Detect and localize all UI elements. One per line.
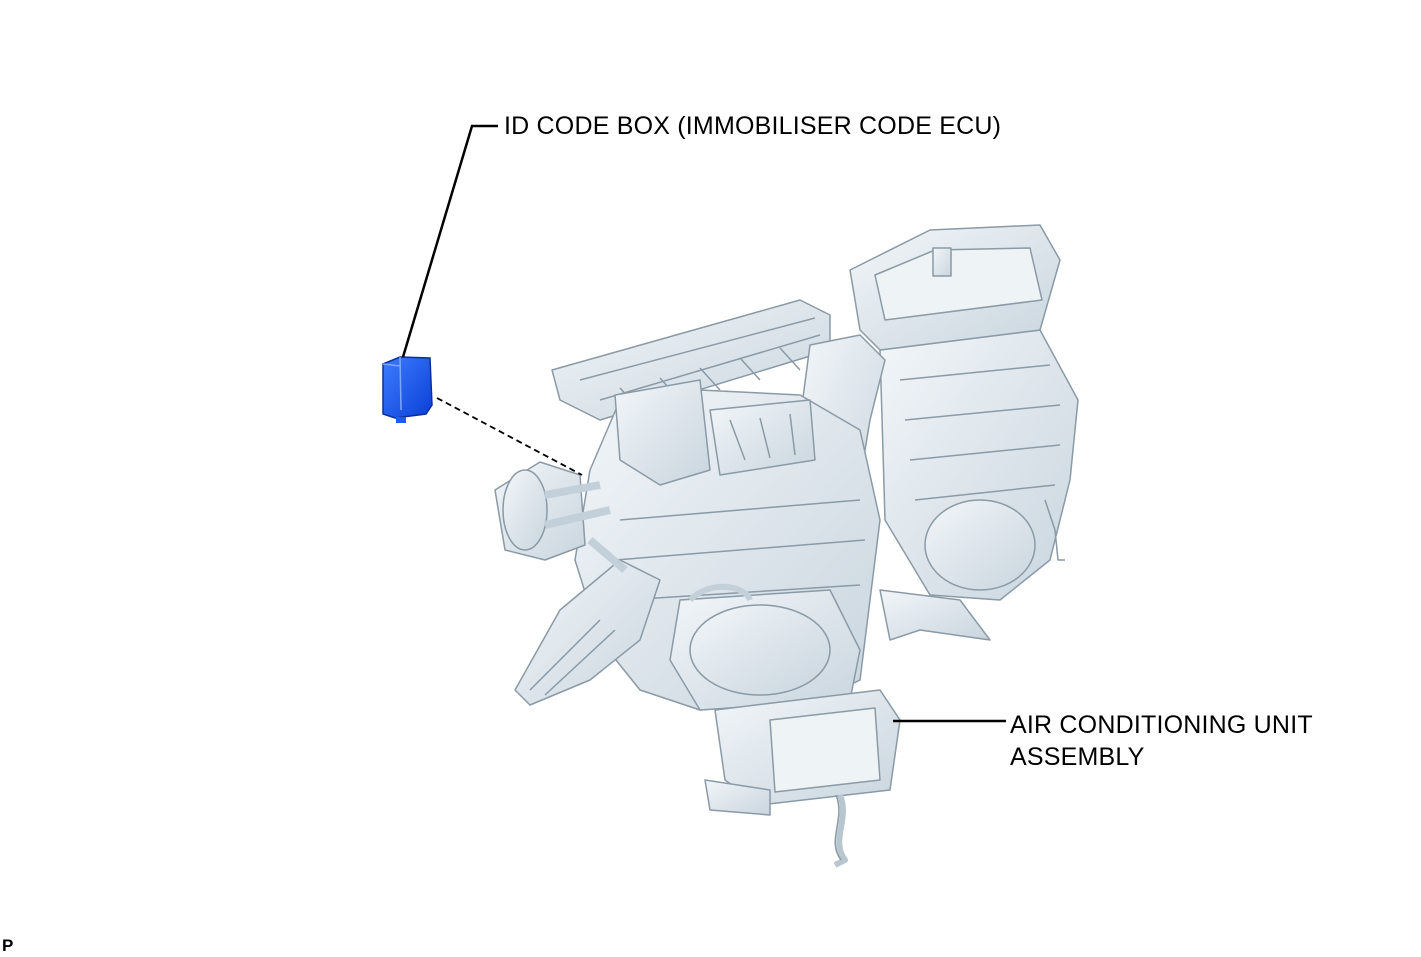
top-flap-tab <box>932 247 952 277</box>
ac-unit-label-line2: ASSEMBLY <box>1010 743 1145 771</box>
corner-mark: P <box>2 936 14 955</box>
id-code-box-leader <box>401 124 498 358</box>
left-outlet-face <box>502 469 548 551</box>
left-duct-ribs <box>529 619 616 696</box>
id-code-box-mount-dashed <box>436 397 583 476</box>
side-tube <box>687 583 753 603</box>
leader-lines <box>401 124 1006 723</box>
right-bracket <box>1044 499 1065 561</box>
refrigerant-pipes <box>544 481 628 574</box>
ac-unit-label-line1: AIR CONDITIONING UNIT <box>1010 711 1313 739</box>
drain-hose <box>833 793 848 868</box>
blower-housing-ribs <box>899 364 1061 501</box>
lower-drum <box>689 604 831 696</box>
right-support <box>879 589 991 641</box>
id-code-box-illustration <box>382 356 433 423</box>
bottom-foot <box>704 779 771 816</box>
id-code-box-label: ID CODE BOX (IMMOBILISER CODE ECU) <box>504 112 1002 140</box>
heater-box-inner <box>769 707 881 793</box>
id-code-box-body <box>382 356 433 419</box>
drain-hose-outline <box>834 794 842 861</box>
id-code-box-edge <box>382 356 402 411</box>
blower-motor <box>924 499 1036 591</box>
top-flap-opening <box>874 247 1043 321</box>
air-conditioning-unit-illustration <box>494 224 1079 868</box>
upper-box <box>614 379 711 486</box>
id-code-box-tab <box>396 417 406 423</box>
mode-box-detail <box>729 413 796 461</box>
ac-unit-label: AIR CONDITIONING UNIT ASSEMBLY <box>1010 709 1313 773</box>
mode-box <box>709 399 816 476</box>
